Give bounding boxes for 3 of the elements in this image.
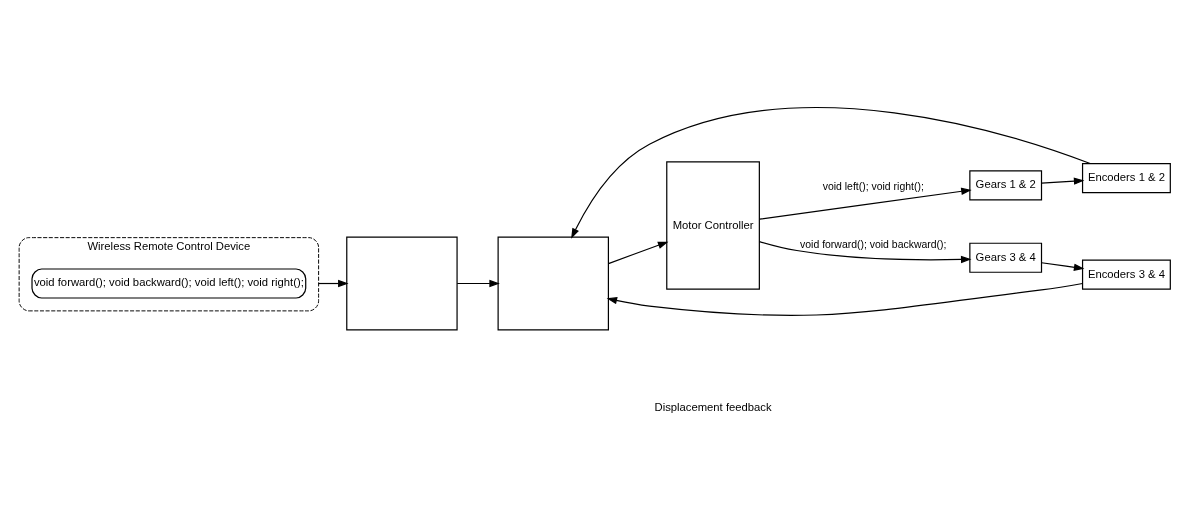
label: Displacement feedback: [654, 400, 772, 413]
edge-label: void left(); void right();: [822, 180, 924, 192]
edge-label: void forward(); void backward();: [800, 238, 947, 250]
